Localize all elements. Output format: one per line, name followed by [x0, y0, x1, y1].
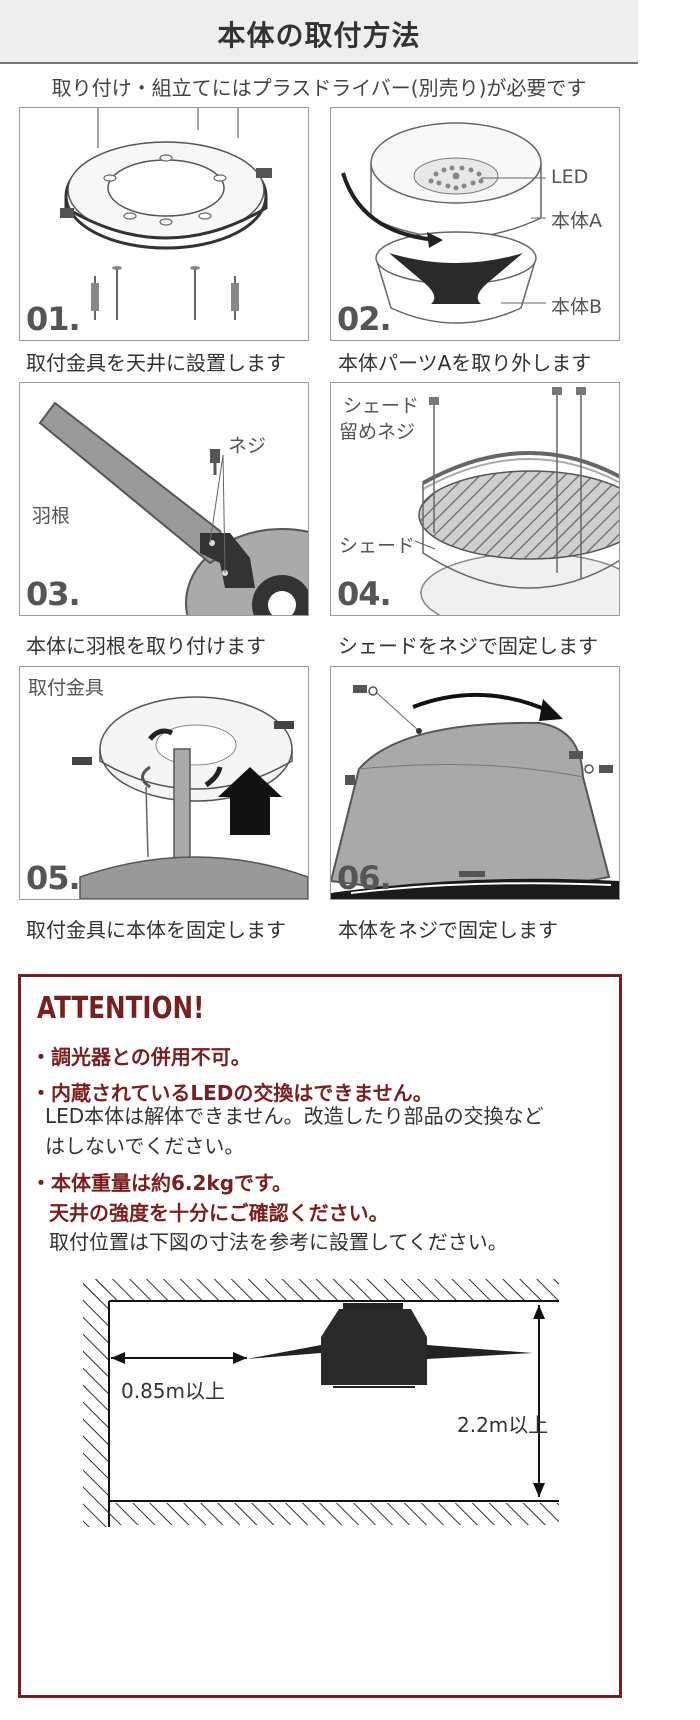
step-number: 06.: [337, 859, 392, 897]
step-01-illustration: 01.: [19, 107, 309, 341]
step-06-caption: 本体をネジで固定します: [338, 918, 558, 942]
attention-title: ATTENTION!: [37, 991, 205, 1026]
step-05-caption: 取付金具に本体を固定します: [26, 918, 286, 942]
body-a-label: 本体A: [551, 210, 602, 232]
mounting-instruction: 取付位置は下図の寸法を参考に設置してください。: [49, 1230, 508, 1254]
led-warning-body-1: LED本体は解体できません。改造したり部品の交換など: [45, 1104, 544, 1128]
step-number: 01.: [26, 300, 81, 338]
blade-label: 羽根: [32, 505, 71, 527]
step-02-caption: 本体パーツAを取り外します: [338, 351, 592, 375]
shade-screw-label-1: シェード: [343, 395, 420, 417]
step-06-illustration: 06.: [330, 666, 620, 900]
shade-label: シェード: [339, 535, 416, 557]
step-01-caption: 取付金具を天井に設置します: [26, 351, 286, 375]
step-04-illustration: シェード 留めネジ シェード 04.: [330, 382, 620, 616]
page-title: 本体の取付方法: [217, 19, 421, 52]
step-number: 03.: [26, 575, 81, 613]
attention-box: ATTENTION! ・調光器との併用不可。 ・内蔵されているLEDの交換はでき…: [18, 974, 622, 1698]
led-warning-body-2: はしないでください。: [45, 1134, 245, 1158]
step-03-caption: 本体に羽根を取り付けます: [26, 634, 266, 658]
weight-warning-2: 天井の強度を十分にご確認ください。: [49, 1201, 389, 1225]
weight-warning-1: ・本体重量は約6.2kgです。: [31, 1171, 293, 1195]
screw-label: ネジ: [228, 435, 267, 457]
floor-height-label: 2.2m以上: [457, 1413, 549, 1437]
body-b-label: 本体B: [551, 296, 603, 318]
step-03-illustration: ネジ 羽根 03.: [19, 382, 309, 616]
installation-dimension-diagram: [83, 1279, 559, 1527]
led-label: LED: [551, 166, 589, 188]
dimmer-warning: ・調光器との併用不可。: [31, 1045, 251, 1069]
led-warning: ・内蔵されているLEDの交換はできません。: [31, 1081, 433, 1105]
step-number: 04.: [337, 575, 392, 613]
step-number: 05.: [26, 859, 81, 897]
header-band: [0, 0, 638, 62]
shade-screw-label-2: 留めネジ: [339, 421, 416, 443]
tool-requirement-note: 取り付け・組立てにはプラスドライバー(別売り)が必要です: [51, 76, 587, 100]
step-05-illustration: 取付金具 05.: [19, 666, 309, 900]
step-number: 02.: [337, 300, 392, 338]
wall-distance-label: 0.85m以上: [121, 1379, 226, 1403]
step-02-illustration: LED 本体A 本体B 02.: [330, 107, 620, 341]
header-divider: [0, 62, 638, 64]
step-04-caption: シェードをネジで固定します: [338, 634, 598, 658]
bracket-label: 取付金具: [28, 677, 105, 699]
